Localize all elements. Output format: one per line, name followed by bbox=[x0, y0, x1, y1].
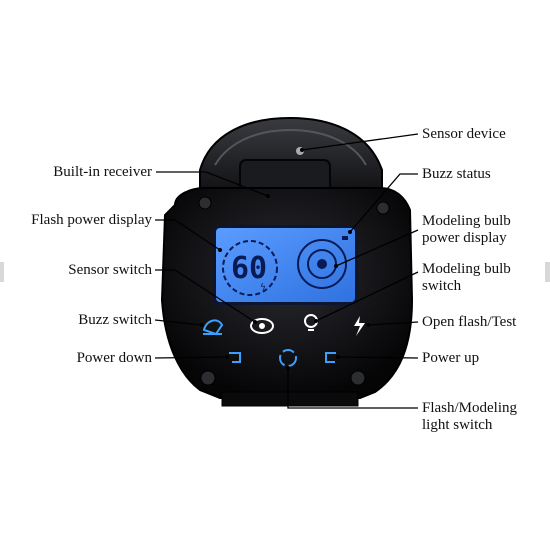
bottom-foot bbox=[221, 391, 359, 407]
label-buzz-switch: Buzz switch bbox=[78, 312, 152, 328]
screw-bottom-right bbox=[350, 370, 366, 386]
modeling-ring-dot bbox=[317, 259, 327, 269]
leader-flash-power-display bbox=[155, 219, 221, 251]
screw-top-right bbox=[376, 201, 390, 215]
flash-modeling-switch-button[interactable] bbox=[279, 349, 297, 367]
label-flash-power-display: Flash power display bbox=[31, 212, 152, 228]
power-up-button[interactable] bbox=[325, 352, 336, 363]
buzz-status-indicator bbox=[342, 236, 348, 240]
label-power-up: Power up bbox=[422, 350, 480, 366]
leader-lines bbox=[154, 133, 419, 409]
leader-sensor-switch bbox=[155, 269, 256, 323]
leader-built-in-receiver bbox=[156, 171, 269, 197]
screw-bottom-left bbox=[200, 370, 216, 386]
open-flash-test-button[interactable] bbox=[354, 316, 365, 336]
edge-mark-right bbox=[545, 262, 550, 282]
leader-sensor-device bbox=[301, 133, 419, 151]
label-buzz-status: Buzz status bbox=[422, 166, 491, 182]
leader-power-down bbox=[154, 356, 228, 359]
lightning-icon bbox=[354, 316, 365, 336]
power-up-icon bbox=[325, 352, 336, 363]
lcd-screen bbox=[216, 228, 355, 302]
power-down-icon bbox=[229, 352, 241, 363]
leader-modeling-bulb-power-display bbox=[335, 229, 419, 267]
modeling-ring-outer bbox=[297, 239, 347, 289]
label-built-in-receiver: Built-in receiver bbox=[53, 164, 152, 180]
flash-power-value: 60 bbox=[231, 251, 267, 286]
leader-flash-modeling-switch bbox=[287, 368, 418, 409]
label-modeling-bulb-switch: Modeling bulb switch bbox=[422, 261, 511, 294]
label-open-flash-test: Open flash/Test bbox=[422, 314, 517, 330]
label-sensor-device: Sensor device bbox=[422, 126, 506, 142]
leader-power-up bbox=[337, 356, 419, 359]
buzz-switch-button[interactable] bbox=[202, 319, 224, 336]
label-modeling-bulb-power-display: Modeling bulb power display bbox=[422, 213, 511, 246]
bell-icon bbox=[202, 319, 224, 336]
eye-icon bbox=[250, 318, 274, 334]
leader-buzz-status bbox=[349, 173, 418, 233]
screw-top-left bbox=[198, 196, 212, 210]
label-power-down: Power down bbox=[76, 350, 152, 366]
sensor-switch-button[interactable] bbox=[250, 318, 274, 334]
leader-open-flash-test bbox=[367, 321, 419, 326]
label-flash-modeling-light-switch: Flash/Modeling light switch bbox=[422, 400, 518, 433]
edge-mark-left bbox=[0, 262, 4, 282]
cycle-icon bbox=[279, 349, 297, 367]
power-down-button[interactable] bbox=[229, 352, 241, 363]
lcd-bolt: ϟ bbox=[260, 283, 266, 293]
label-sensor-switch: Sensor switch bbox=[68, 262, 152, 278]
cap-highlight bbox=[214, 128, 367, 166]
leader-modeling-bulb-switch bbox=[315, 271, 419, 322]
leader-endpoints bbox=[200, 148, 370, 370]
flash-power-ring bbox=[222, 240, 278, 296]
leader-buzz-switch bbox=[154, 319, 203, 326]
